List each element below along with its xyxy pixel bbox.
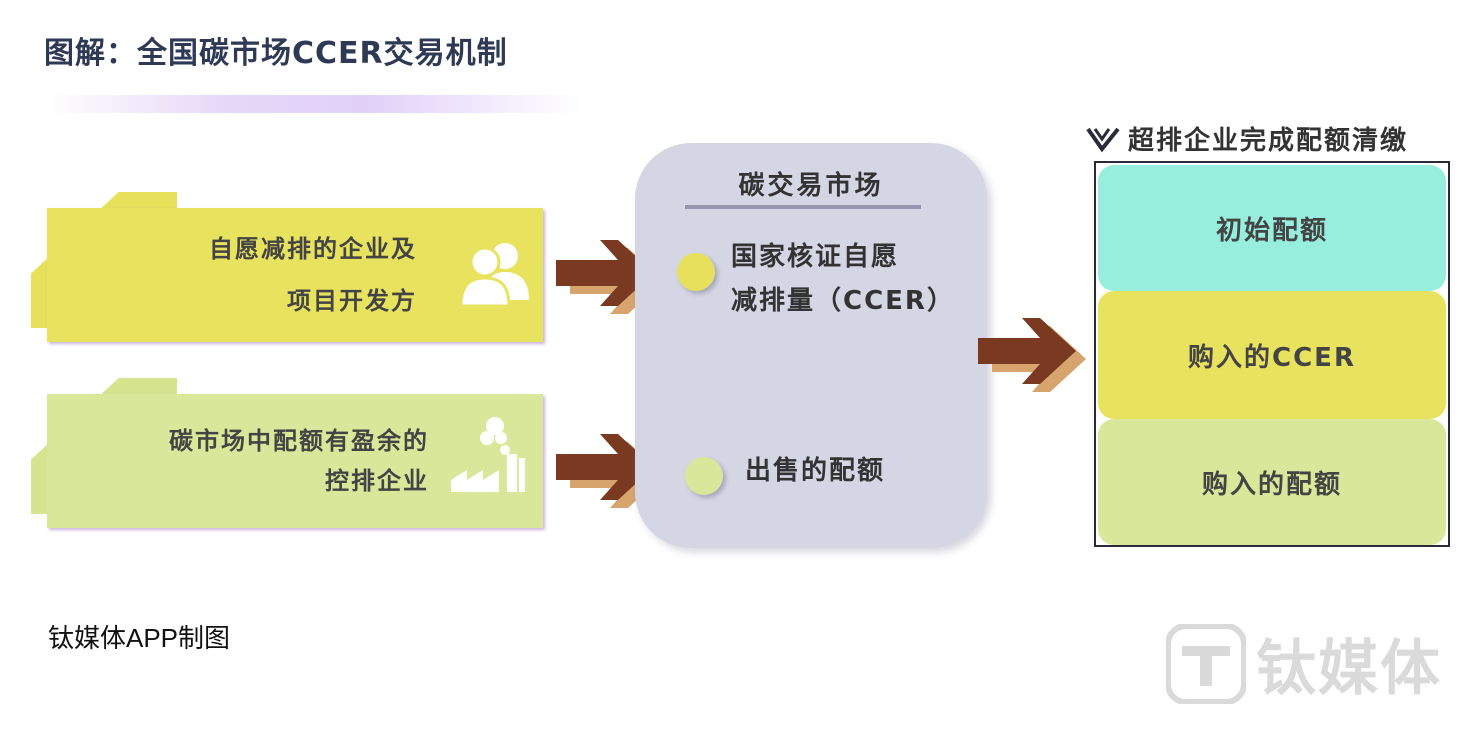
outcome-heading: 超排企业完成配额清缴 — [1086, 120, 1408, 157]
segment-initial-allowance: 初始配额 — [1098, 165, 1446, 291]
market-title: 碳交易市场 — [738, 171, 884, 201]
outcome-heading-text: 超排企业完成配额清缴 — [1128, 126, 1409, 156]
market-item-line: 国家核证自愿 — [731, 242, 900, 272]
card-text: 自愿减排的企业及 项目开发方 — [87, 208, 417, 342]
bullet-dot — [677, 253, 715, 291]
card-line: 自愿减排的企业及 — [209, 235, 417, 263]
card-line: 碳市场中配额有盈余的 — [169, 427, 429, 455]
bullet-dot — [685, 457, 723, 495]
card-body: 自愿减排的企业及 项目开发方 — [47, 208, 543, 342]
source-card-developers: 自愿减排的企业及 项目开发方 — [31, 192, 543, 342]
card-line: 控排企业 — [325, 467, 429, 495]
factory-icon — [451, 417, 525, 492]
card-body: 碳市场中配额有盈余的 控排企业 — [47, 394, 543, 528]
segment-purchased-ccer: 购入的CCER — [1098, 291, 1446, 419]
segment-purchased-allowance: 购入的配额 — [1098, 419, 1446, 545]
watermark: 钛媒体 — [1166, 620, 1442, 707]
market-title-rule — [685, 205, 921, 209]
page-title: 图解：全国碳市场CCER交易机制 — [44, 36, 508, 71]
check-icon — [1086, 127, 1120, 152]
people-icon — [459, 243, 529, 308]
source-card-surplus-emitters: 碳市场中配额有盈余的 控排企业 — [31, 378, 543, 528]
market-item-line: 出售的配额 — [745, 456, 886, 486]
arrow-icon — [978, 318, 1086, 392]
allowance-stack: 初始配额 购入的CCER 购入的配额 — [1094, 161, 1450, 547]
carbon-market-panel: 碳交易市场 国家核证自愿 减排量（CCER） 出售的配额 — [635, 143, 987, 548]
market-item-line: 减排量（CCER） — [731, 286, 955, 316]
title-underline — [44, 95, 584, 113]
watermark-text: 钛媒体 — [1256, 634, 1442, 704]
card-text: 碳市场中配额有盈余的 控排企业 — [99, 394, 429, 528]
card-line: 项目开发方 — [287, 287, 417, 315]
market-item-allowance: 出售的配额 — [745, 449, 885, 493]
tmtpost-logo-icon — [1166, 623, 1246, 704]
credit-text: 钛媒体APP制图 — [48, 623, 231, 653]
market-item-ccer: 国家核证自愿 减排量（CCER） — [731, 235, 955, 323]
